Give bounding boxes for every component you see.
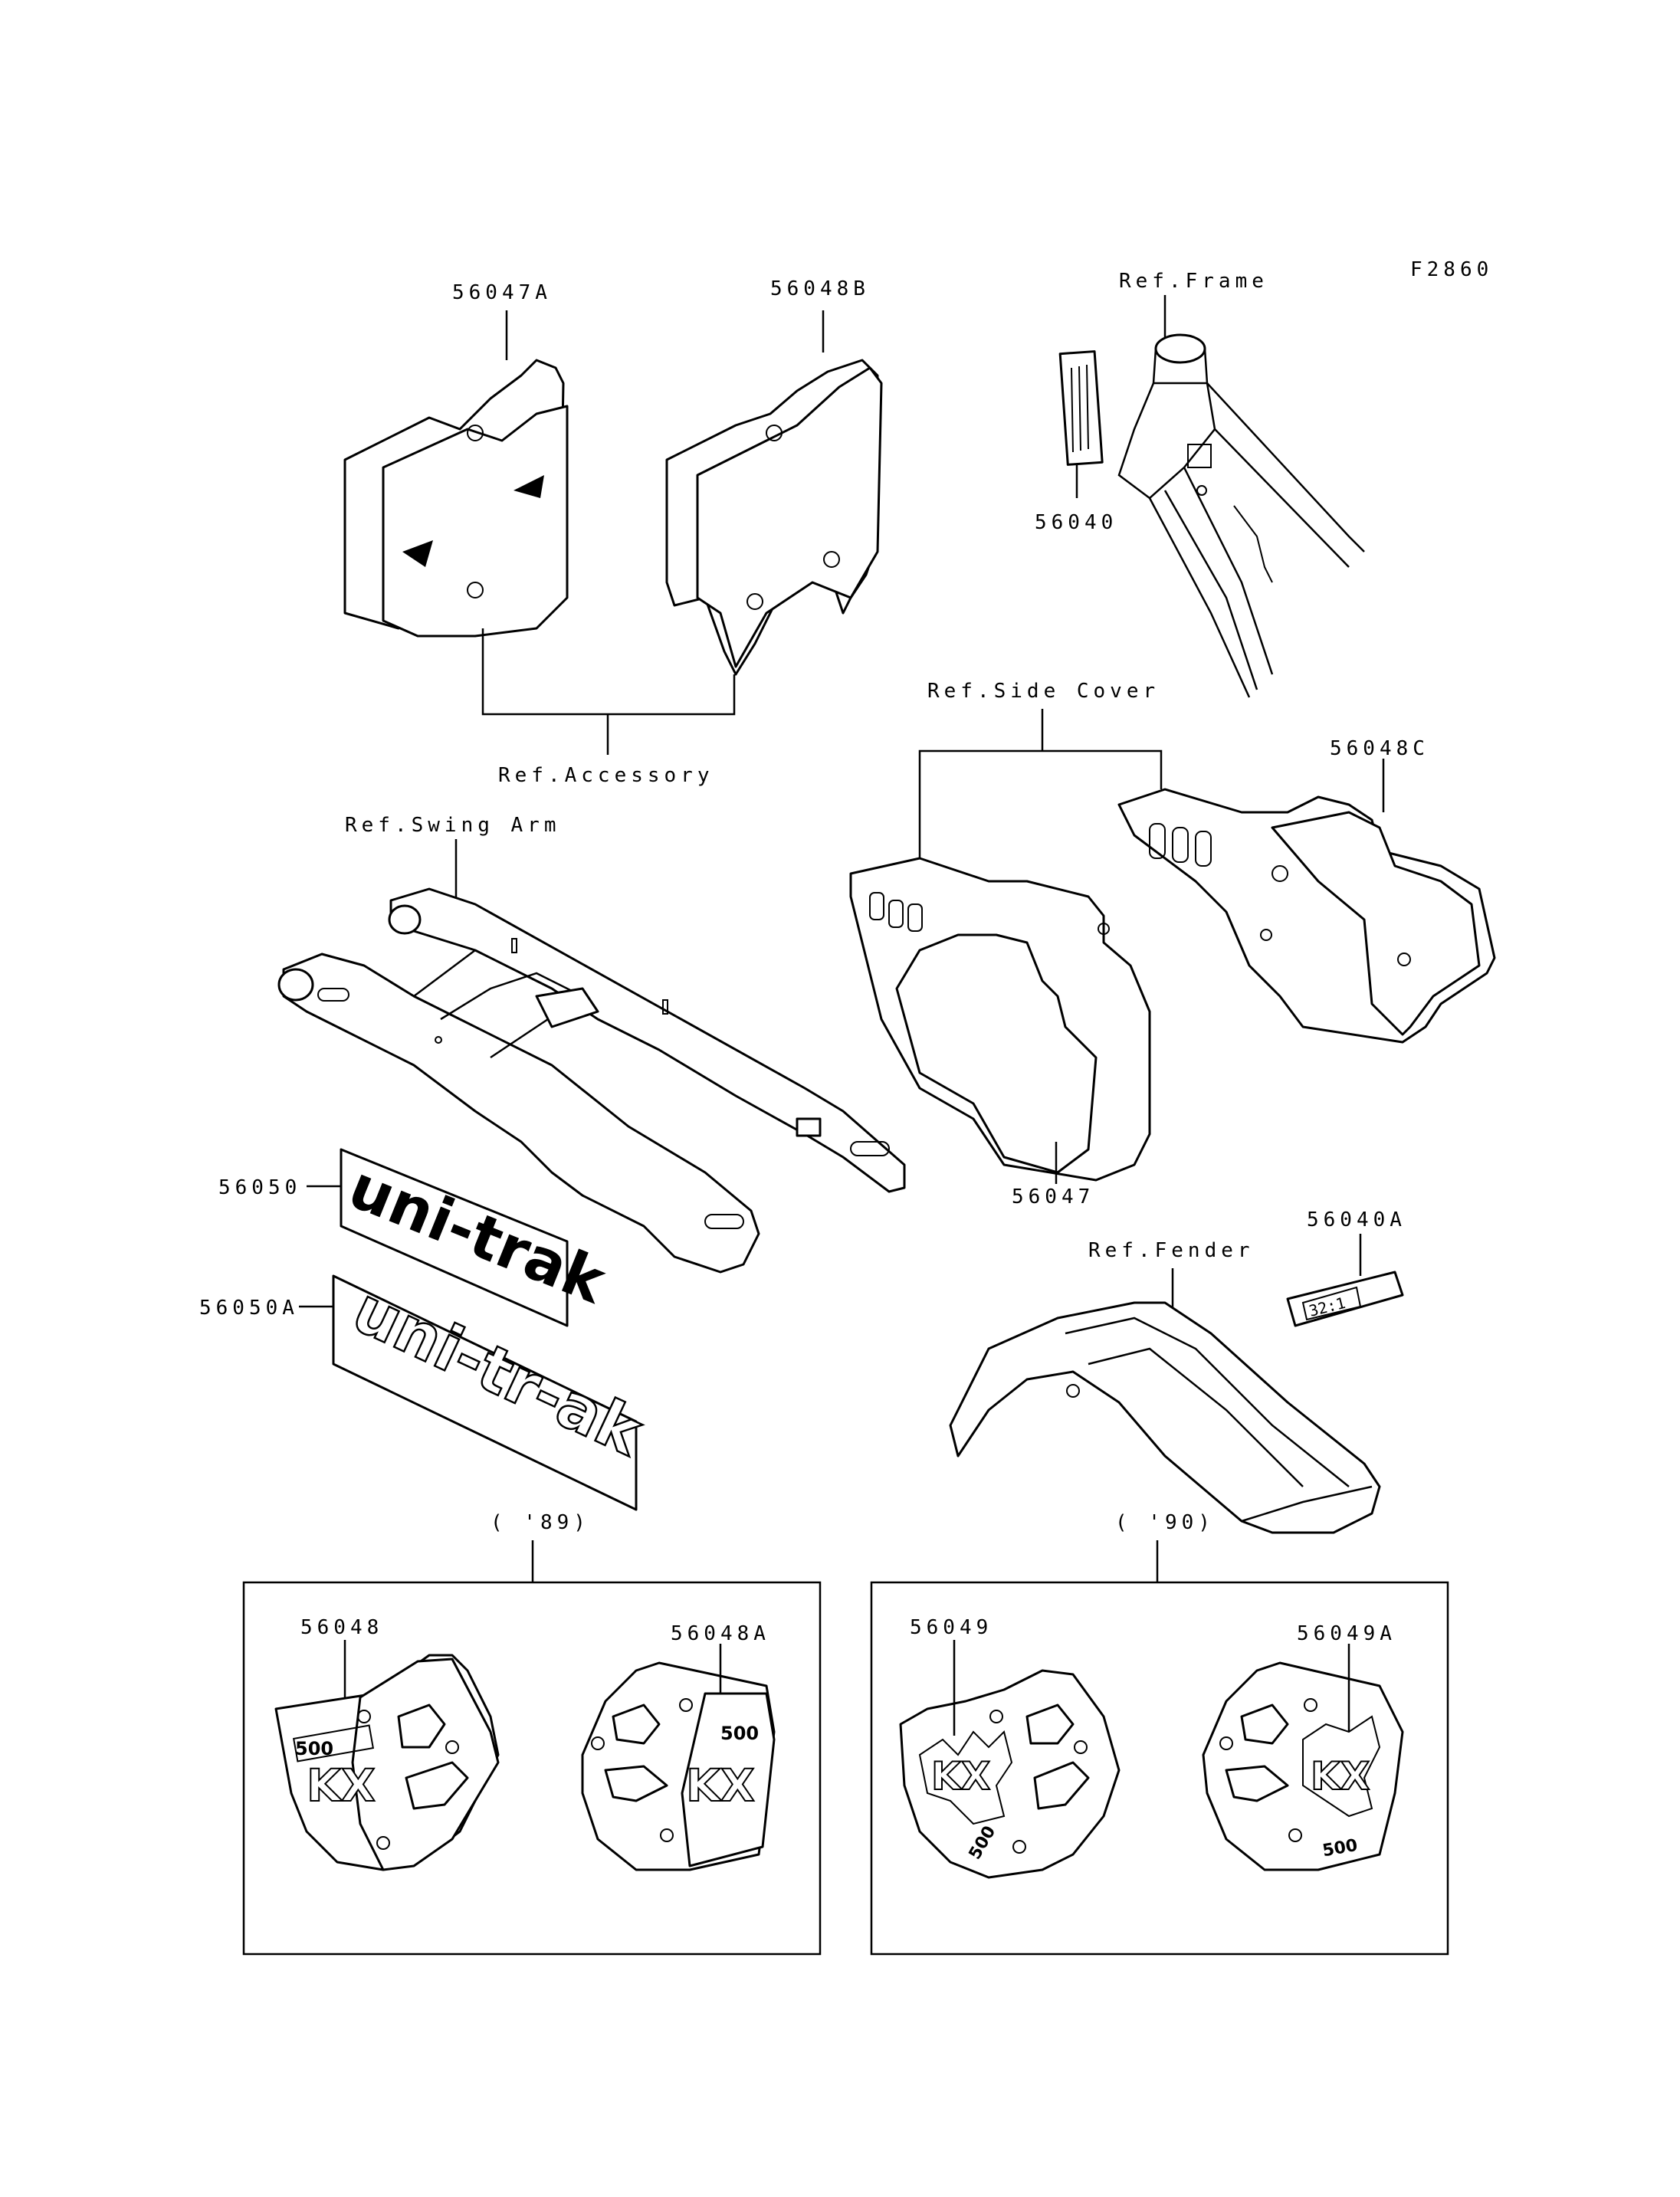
label-56050: 56050 [218, 1176, 301, 1199]
decal-kxa-text: KX [686, 1759, 755, 1812]
part-56048[interactable]: 500 KX [274, 1654, 500, 1871]
decal-kx-90-text: KX [931, 1754, 990, 1799]
ref-frame-drawing [1058, 333, 1365, 698]
label-56040A: 56040A [1307, 1208, 1406, 1231]
ref-swing-arm: Ref.Swing Arm [345, 814, 561, 837]
part-56047[interactable] [849, 857, 1151, 1182]
box-90 [870, 1581, 1449, 1956]
label-56047A: 56047A [452, 281, 552, 304]
decal-kx-text: KX [307, 1759, 376, 1812]
part-56048C[interactable] [1117, 788, 1496, 1044]
ref-fender-drawing [949, 1301, 1381, 1534]
label-56048A: 56048A [671, 1622, 770, 1645]
label-56049: 56049 [910, 1616, 993, 1639]
label-56048C: 56048C [1330, 737, 1429, 760]
ref-side-cover: Ref.Side Cover [927, 680, 1160, 703]
decal-kxa-90-text: KX [1311, 1754, 1370, 1799]
label-56040: 56040 [1035, 511, 1117, 534]
part-56048B[interactable] [665, 359, 883, 676]
label-56050A: 56050A [199, 1297, 299, 1320]
box-89 [242, 1581, 822, 1956]
ref-accessory: Ref.Accessory [498, 764, 714, 787]
ref-fender: Ref.Fender [1088, 1239, 1255, 1262]
part-56040A[interactable]: 32:1 [1286, 1271, 1404, 1327]
part-56049A[interactable]: KX 500 [1202, 1661, 1404, 1871]
part-56049[interactable]: KX 500 [899, 1669, 1121, 1879]
label-56049A: 56049A [1297, 1622, 1396, 1645]
label-56047: 56047 [1012, 1185, 1094, 1208]
year-90-label: ( '90) [1115, 1511, 1215, 1534]
decal-500-text: 500 [295, 1738, 333, 1759]
part-56050A[interactable]: uni-tr-ak [332, 1273, 655, 1511]
part-56048A[interactable]: 500 KX [581, 1661, 776, 1871]
decal-500a-text: 500 [720, 1723, 759, 1744]
ref-swing-arm-drawing [277, 887, 906, 1274]
ref-frame: Ref.Frame [1119, 270, 1268, 293]
figure-code: F2860 [1410, 258, 1493, 281]
label-56048B: 56048B [770, 277, 870, 300]
label-56048: 56048 [300, 1616, 383, 1639]
year-89-label: ( '89) [491, 1511, 590, 1534]
part-56047A[interactable] [343, 359, 569, 638]
